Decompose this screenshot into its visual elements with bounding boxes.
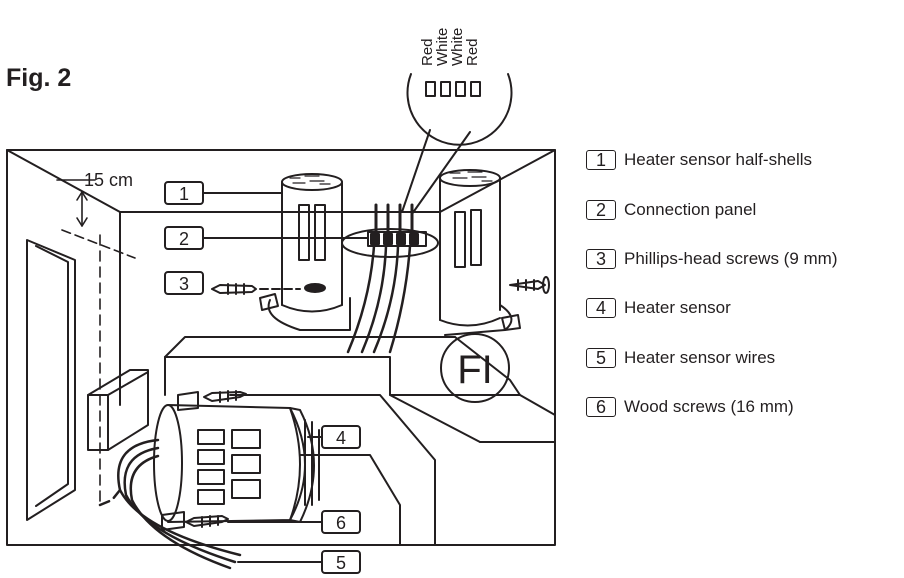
callout-6: 6 [336,513,346,533]
heater-sensor [153,391,320,531]
wire-color-3: White [449,28,466,66]
wall-connection-box [87,369,149,451]
legend-number: 6 [586,397,616,417]
callout-2: 2 [179,229,189,249]
dimension-label: 15 cm [84,170,133,190]
callout-box-2 [164,226,204,250]
wire-color-4: Red [464,38,481,66]
legend-number: 3 [586,249,616,269]
legend-text: Phillips-head screws (9 mm) [624,249,838,268]
heater-sensor-wires [98,438,242,570]
legend-item: 6 Wood screws (16 mm) [586,394,794,420]
wood-screw-top [203,390,247,403]
legend-item: 2 Connection panel [586,197,756,223]
heater-sensor-half-shell-left [259,173,351,331]
legend-text: Heater sensor [624,298,731,317]
legend-item: 1 Heater sensor half-shells [586,147,812,173]
door [26,239,76,521]
legend-text: Heater sensor half-shells [624,150,813,169]
callout-4: 4 [336,428,346,448]
legend-number: 2 [586,200,616,220]
dimension-marker [56,179,136,506]
legend-number: 5 [586,348,616,368]
callout-5: 5 [336,553,346,573]
callout-box-4 [321,425,361,449]
panel-wires [346,244,412,354]
country-badge-label: FI [457,348,493,392]
callout-1: 1 [179,184,189,204]
legend-number: 4 [586,298,616,318]
phillips-screw-right [509,276,550,294]
figure-title: Fig. 2 [6,64,72,92]
heater-sensor-half-shell-right [439,169,521,336]
legend-item: 4 Heater sensor [586,295,731,321]
leader-lines [202,192,369,563]
callout-box-6 [321,510,361,534]
wire-color-1: Red [419,38,436,66]
shell-ribs-left [289,175,331,185]
legend-item: 3 Phillips-head screws (9 mm) [586,246,838,272]
callout-box-5 [321,550,361,574]
legend-text: Connection panel [624,200,757,219]
callout-box-3 [164,271,204,295]
callout-box-1 [164,181,204,205]
wire-color-2: White [434,28,451,66]
zoom-callout [401,73,513,215]
callout-3: 3 [179,274,189,294]
legend-number: 1 [586,150,616,170]
legend-item: 5 Heater sensor wires [586,345,775,371]
shell-ribs-right [449,171,493,182]
bench [164,336,556,546]
country-badge [440,333,510,403]
wood-screw-bottom [185,515,229,528]
phillips-screw-left [211,283,301,295]
legend-text: Heater sensor wires [624,348,776,367]
legend-text: Wood screws (16 mm) [624,397,794,416]
